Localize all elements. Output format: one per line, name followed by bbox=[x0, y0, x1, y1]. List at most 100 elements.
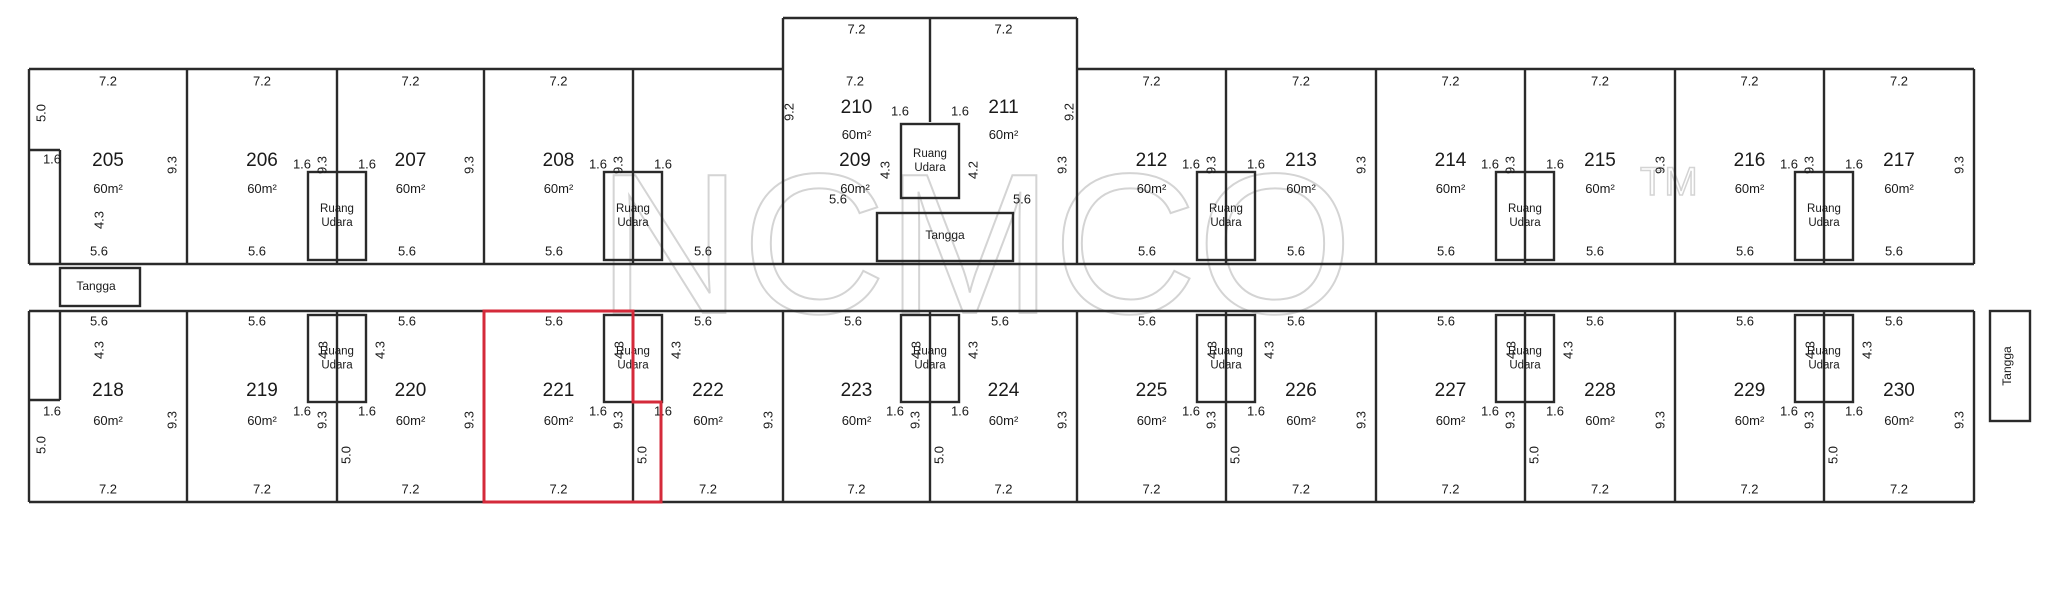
air-room-label: Ruang bbox=[1508, 203, 1542, 215]
unit-area: 60m² bbox=[544, 413, 574, 428]
highlighted-unit bbox=[482, 309, 663, 504]
air-room-label: Udara bbox=[617, 217, 649, 229]
dimension-label: 4.3 bbox=[91, 341, 106, 359]
unit-area: 60m² bbox=[396, 181, 426, 196]
dimension-label: 4.3 bbox=[965, 341, 980, 359]
dimension-label: 1.6 bbox=[293, 403, 311, 418]
unit-number: 215 bbox=[1584, 150, 1616, 171]
walls bbox=[27, 16, 2032, 504]
unit-number: 211 bbox=[988, 97, 1018, 118]
dimension-label: 5.6 bbox=[844, 313, 862, 328]
dimension-label: 5.0 bbox=[1825, 446, 1840, 464]
dimension-label: 1.6 bbox=[1780, 156, 1798, 171]
dimension-label: 1.6 bbox=[1546, 156, 1564, 171]
unit-area: 60m² bbox=[842, 413, 872, 428]
dimension-label: 7.2 bbox=[1740, 73, 1758, 88]
dimension-label: 4.3 bbox=[1560, 341, 1575, 359]
watermark-tm: TM bbox=[1640, 160, 1698, 204]
unit-number: 213 bbox=[1285, 150, 1317, 171]
dimension-label: 5.6 bbox=[1287, 313, 1305, 328]
dimension-label: 1.6 bbox=[589, 403, 607, 418]
unit-area: 60m² bbox=[93, 413, 123, 428]
unit-area: 60m² bbox=[1585, 181, 1615, 196]
air-room-label: Udara bbox=[321, 360, 353, 372]
dimension-label: 9.3 bbox=[164, 411, 179, 429]
dimension-label: 5.6 bbox=[1586, 313, 1604, 328]
dimension-label: 7.2 bbox=[401, 73, 419, 88]
dimension-label: 1.6 bbox=[1845, 403, 1863, 418]
dimension-label: 9.3 bbox=[164, 156, 179, 174]
dimension-label: 1.6 bbox=[1845, 156, 1863, 171]
dimension-label: 9.3 bbox=[461, 156, 476, 174]
air-room-bottom bbox=[899, 313, 961, 404]
air-room-bottom bbox=[1195, 313, 1257, 404]
stair-box-center bbox=[875, 211, 1015, 263]
dimension-label: 5.6 bbox=[545, 243, 563, 258]
dimension-label: 7.2 bbox=[1441, 481, 1459, 496]
dimension-label: 9.2 bbox=[1061, 103, 1076, 121]
dimension-label: 5.6 bbox=[1736, 243, 1754, 258]
dimension-label: 9.3 bbox=[1652, 156, 1667, 174]
unit-area: 60m² bbox=[1735, 413, 1765, 428]
dimension-label: 9.2 bbox=[781, 103, 796, 121]
dimension-label: 7.2 bbox=[1441, 73, 1459, 88]
dimension-label: 7.2 bbox=[994, 21, 1012, 36]
dimension-label: 1.6 bbox=[358, 156, 376, 171]
dimension-label: 5.0 bbox=[634, 446, 649, 464]
dimension-label: 1.6 bbox=[1780, 403, 1798, 418]
stair-box-right bbox=[1988, 309, 2032, 423]
dimension-label: 5.0 bbox=[338, 446, 353, 464]
dimension-label: 9.3 bbox=[610, 156, 625, 174]
unit-area: 60m² bbox=[1286, 181, 1316, 196]
dimension-label: 7.2 bbox=[994, 481, 1012, 496]
air-room-label: Udara bbox=[914, 162, 946, 174]
unit-area: 60m² bbox=[1884, 181, 1914, 196]
dimension-label: 1.6 bbox=[1182, 156, 1200, 171]
dimension-label: 4.3 bbox=[1261, 341, 1276, 359]
dimension-label: 7.2 bbox=[846, 73, 864, 88]
dimension-label: 5.6 bbox=[1885, 243, 1903, 258]
unit-number: 230 bbox=[1883, 380, 1915, 401]
dimension-label: 7.2 bbox=[99, 481, 117, 496]
air-room-label: Ruang bbox=[1807, 203, 1841, 215]
air-room-top bbox=[1195, 170, 1257, 262]
dimension-label: 4.3 bbox=[372, 341, 387, 359]
dimension-label: 5.6 bbox=[694, 313, 712, 328]
air-room-label: Ruang bbox=[320, 203, 354, 215]
dimension-label: 1.6 bbox=[654, 403, 672, 418]
unit-area: 60m² bbox=[842, 127, 872, 142]
unit-area: 60m² bbox=[1585, 413, 1615, 428]
dimension-label: 5.6 bbox=[1013, 191, 1031, 206]
dimension-label: 5.6 bbox=[1437, 243, 1455, 258]
dimension-label: 9.3 bbox=[1801, 156, 1816, 174]
dimension-label: 7.2 bbox=[1890, 481, 1908, 496]
dimension-label: 5.6 bbox=[1885, 313, 1903, 328]
dimension-label: 5.6 bbox=[248, 243, 266, 258]
unit-number: 225 bbox=[1136, 380, 1168, 401]
dimension-label: 7.2 bbox=[1740, 481, 1758, 496]
air-room-top bbox=[1793, 170, 1855, 262]
air-room-label: Ruang bbox=[1209, 203, 1243, 215]
dimension-label: 7.2 bbox=[1142, 73, 1160, 88]
dimension-label: 5.6 bbox=[1586, 243, 1604, 258]
dimension-label: 7.2 bbox=[401, 481, 419, 496]
air-room-label: Ruang bbox=[1508, 346, 1542, 358]
unit-number: 221 bbox=[543, 380, 575, 401]
unit-number: 224 bbox=[988, 380, 1020, 401]
unit-number: 207 bbox=[395, 150, 427, 171]
air-room-bottom bbox=[1494, 313, 1556, 404]
dimension-label: 9.3 bbox=[314, 156, 329, 174]
air-room-label: Udara bbox=[914, 360, 946, 372]
air-room-label: Udara bbox=[321, 217, 353, 229]
dimension-label: 7.2 bbox=[847, 481, 865, 496]
dimension-label: 4.3 bbox=[1503, 341, 1518, 359]
dimension-label: 9.3 bbox=[1652, 411, 1667, 429]
dimension-label: 9.3 bbox=[1951, 156, 1966, 174]
unit-number: 209 bbox=[839, 150, 871, 171]
dimension-label: 5.0 bbox=[1227, 446, 1242, 464]
dimension-label: 7.2 bbox=[1591, 481, 1609, 496]
dimension-label: 9.3 bbox=[1353, 411, 1368, 429]
unit-number: 219 bbox=[246, 380, 278, 401]
air-room-label: Udara bbox=[1808, 360, 1840, 372]
